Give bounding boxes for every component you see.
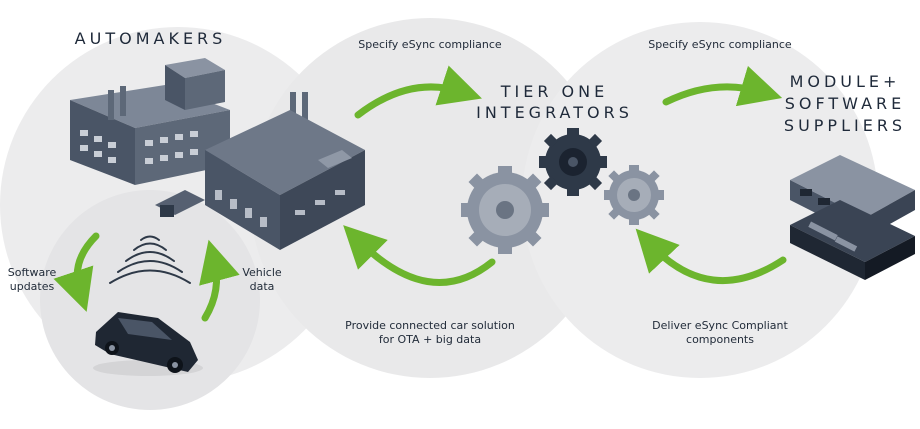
deliver-components-label-line1: Deliver eSync Compliant xyxy=(652,319,788,332)
specify-compliance-label-right: Specify eSync compliance xyxy=(648,38,792,51)
vehicle-data-label-line2: data xyxy=(249,280,275,293)
gear-icon-dark xyxy=(539,128,607,196)
module-title-line2: SOFTWARE xyxy=(784,94,906,113)
specify-compliance-label-left: Specify eSync compliance xyxy=(358,38,502,51)
provide-solution-label-line2: for OTA + big data xyxy=(378,333,482,346)
module-illustration xyxy=(790,155,915,280)
software-updates-label-line1: Software xyxy=(7,266,57,279)
gear-icon-large xyxy=(461,166,549,254)
flow-arrows xyxy=(53,65,787,322)
software-updates-label-line2: updates xyxy=(9,280,55,293)
supplier-circle xyxy=(522,22,878,378)
tier-one-title-line2: INTEGRATORS xyxy=(476,103,633,122)
arrow-provide xyxy=(343,225,496,286)
signal-icon xyxy=(109,235,191,284)
vehicle-data-label-line1: Vehicle xyxy=(242,266,282,279)
vehicle-circle xyxy=(40,190,260,410)
arrow-vehicle-data xyxy=(199,239,240,322)
arrow-specify-left xyxy=(354,65,482,119)
factory-illustration xyxy=(70,58,365,250)
module-title-line3: SUPPLIERS xyxy=(783,116,907,135)
tier-one-circle xyxy=(250,18,610,378)
arrow-deliver xyxy=(635,228,787,284)
car-illustration xyxy=(93,312,203,376)
arrow-software-updates xyxy=(53,232,100,312)
module-title-line1: MODULE+ xyxy=(789,72,901,91)
provide-solution-label-line1: Provide connected car solution xyxy=(345,319,515,332)
deliver-components-label-line2: components xyxy=(686,333,754,346)
automakers-title: AUTOMAKERS xyxy=(74,29,227,48)
gear-icon-small xyxy=(604,165,664,225)
arrow-specify-right xyxy=(662,65,783,107)
tier-one-title-line1: TIER ONE xyxy=(500,82,609,101)
